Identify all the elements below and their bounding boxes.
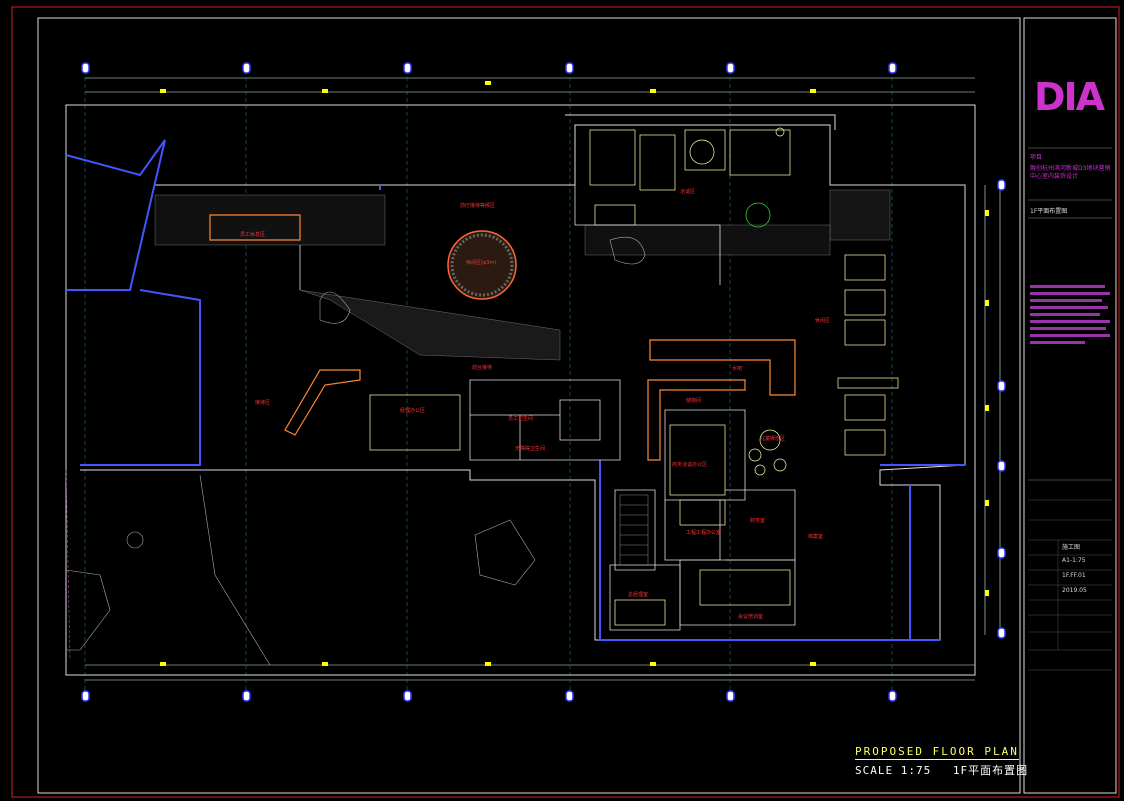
titleblock: DIA — [1028, 75, 1112, 671]
company-logo: DIA — [1034, 75, 1106, 119]
scale-value: A1-1:75 — [1062, 557, 1086, 564]
plant — [745, 202, 771, 228]
room-label: 前台接待 — [472, 364, 492, 371]
stage-value: 施工图 — [1062, 544, 1081, 551]
landscape — [65, 236, 646, 666]
axis-bubbles — [81, 62, 1006, 702]
room-label: 总经理室 — [628, 591, 648, 598]
drawing-frame — [37, 17, 1021, 794]
curtain-wall — [65, 139, 965, 641]
project-name: 融创杭州滨河新城D3地块营销中心室内装饰设计 — [1030, 165, 1111, 180]
caption-scale: SCALE 1:75 — [855, 764, 932, 777]
round-feature — [447, 230, 517, 300]
partitions — [299, 185, 796, 631]
caption-title: PROPOSED FLOOR PLAN — [855, 745, 1019, 760]
room-label: 经理办公区 — [400, 407, 425, 414]
room-label: 员工休息区 — [240, 231, 265, 238]
room-label: 儿童娱乐区 — [760, 435, 785, 442]
building-walls — [65, 104, 976, 676]
room-label: 水吧 — [732, 365, 742, 372]
furniture — [369, 129, 899, 626]
room-label: 休闲区(φ3m) — [466, 259, 496, 266]
room-label: 会议培训室 — [738, 613, 763, 620]
room-label: 档案室 — [808, 533, 823, 540]
dimension-ticks — [160, 81, 989, 666]
room-label: 前厅接待等候区 — [460, 202, 495, 209]
room-labels: 员工休息区 前厅接待等候区 休闲区(φ3m) 洽谈区 休闲区 接待区 前台接待 … — [240, 188, 830, 620]
caption-cn: 1F平面布置图 — [952, 764, 1029, 777]
room-label: 接待区 — [255, 399, 270, 406]
drawing-name: 1F平面布置图 — [1030, 208, 1068, 215]
exterior-deck — [154, 189, 891, 361]
drawing-number: 1F.FF.01 — [1062, 572, 1086, 579]
room-label: 财务室 — [750, 517, 765, 524]
room-label: 洽谈区 — [680, 188, 695, 195]
dimension-lines — [85, 77, 1001, 681]
date-value: 2019.05 — [1062, 587, 1087, 594]
room-label: 员工卫生间 — [508, 415, 533, 422]
sheet-border — [11, 6, 1120, 798]
room-label: 休闲区 — [815, 317, 830, 324]
counters — [209, 214, 796, 461]
stairs — [619, 494, 649, 566]
titleblock-frame — [1023, 17, 1117, 794]
property-line — [65, 469, 71, 661]
room-label: 无障碍卫生间 — [515, 445, 545, 452]
drawing-caption: PROPOSED FLOOR PLAN SCALE 1:75 1F平面布置图 — [855, 740, 1042, 778]
room-label: 工程工程办公室 — [686, 529, 721, 536]
room-label: 储物间 — [686, 397, 701, 404]
room-label: 商务洽谈办公区 — [672, 461, 707, 468]
round-tables — [689, 127, 787, 476]
project-label: 项目 — [1030, 154, 1043, 161]
caption-scale-row: SCALE 1:75 1F平面布置图 — [855, 762, 1042, 778]
